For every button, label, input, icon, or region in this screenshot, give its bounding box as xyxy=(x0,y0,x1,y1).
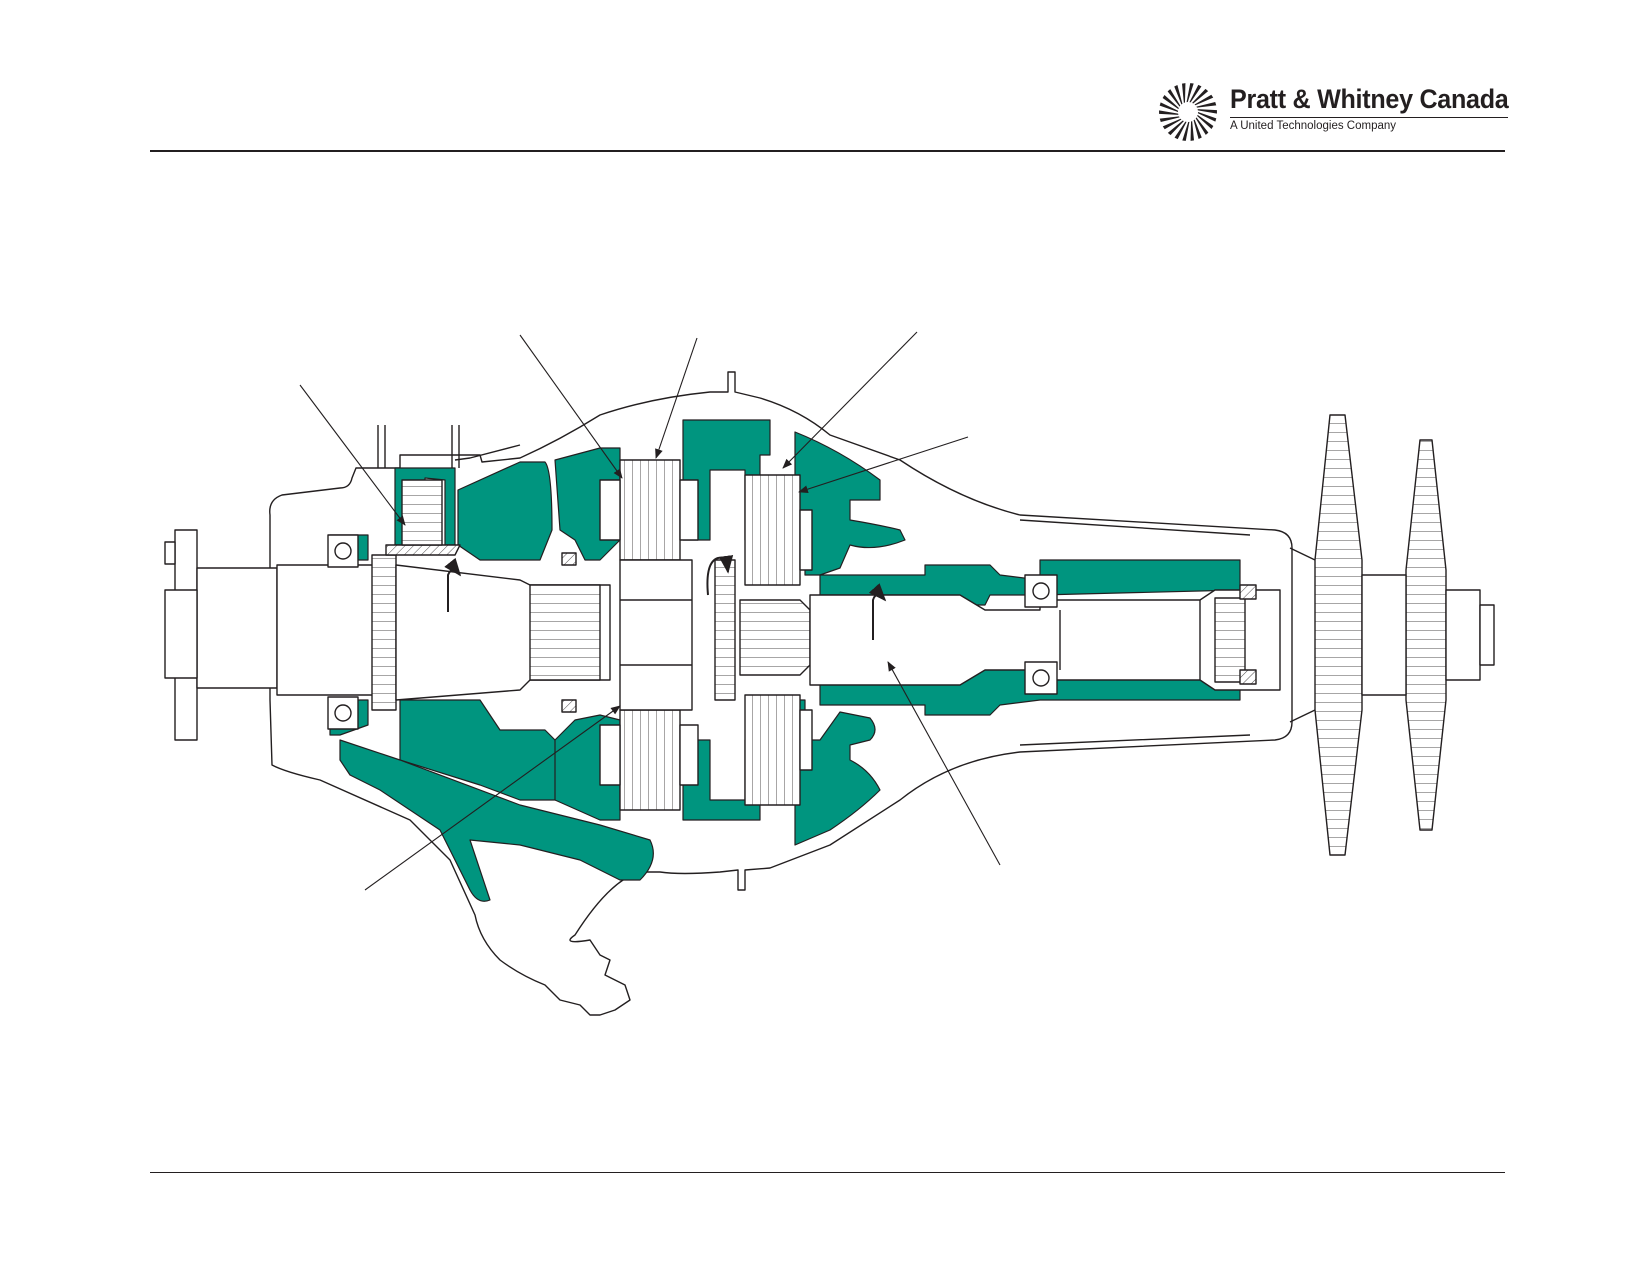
second-stage-planet-lower xyxy=(744,694,801,806)
curved-arrow-icon xyxy=(706,555,734,596)
fan-blade xyxy=(1195,117,1209,135)
bearing-lower-left xyxy=(327,696,359,730)
housing-outline xyxy=(269,371,1293,1016)
header-rule xyxy=(150,150,1505,152)
fan-blade xyxy=(1162,118,1182,130)
footer-rule xyxy=(150,1172,1505,1173)
fan-blade xyxy=(1197,112,1217,122)
fan-blade xyxy=(1192,88,1209,104)
upper-housing-right xyxy=(794,431,906,576)
first-stage-planet-lower xyxy=(619,709,681,811)
bearing-upper-left xyxy=(327,534,359,568)
shaft-spline xyxy=(1214,597,1246,683)
fan-blade xyxy=(1182,83,1186,103)
leader-first-stage-planet xyxy=(655,337,698,459)
propeller-flange-disc-1 xyxy=(1314,414,1363,856)
second-stage-sun-gear xyxy=(739,599,811,676)
fan-blade xyxy=(1174,121,1187,140)
bearing-upper-right xyxy=(1024,574,1058,608)
leader-first-stage-sun xyxy=(519,334,623,479)
fan-blade xyxy=(1159,116,1180,122)
leader-second-stage-planet xyxy=(782,331,918,469)
second-stage-planet-upper xyxy=(744,474,801,586)
curved-arrow-icon xyxy=(444,557,462,612)
callout-leaders xyxy=(299,331,1001,891)
fan-blade xyxy=(1189,84,1202,103)
propeller-flange-disc-2 xyxy=(1405,439,1447,831)
leader-second-stage-ring xyxy=(798,436,969,494)
fan-blade xyxy=(1167,120,1184,136)
fan-blade xyxy=(1196,102,1217,108)
propeller-hub-end xyxy=(1445,589,1481,681)
turbine-fan-icon xyxy=(1159,83,1217,141)
company-name: Pratt & Whitney Canada xyxy=(1230,84,1509,114)
bearing-lower-right xyxy=(1024,661,1058,695)
input-shaft-inner xyxy=(164,589,198,679)
input-flange-lip xyxy=(164,541,176,565)
propeller-hub xyxy=(1361,574,1407,696)
first-stage-sun-gear xyxy=(529,584,601,681)
housing-inner-line xyxy=(454,444,1251,746)
fan-blade xyxy=(1167,89,1181,107)
first-stage-ring-gear xyxy=(619,559,693,711)
leader-accessory-gear xyxy=(299,384,406,526)
company-logo: Pratt & Whitney Canada A United Technolo… xyxy=(1158,82,1509,141)
fan-blade xyxy=(1186,83,1194,103)
input-bevel-gear xyxy=(385,544,461,556)
lower-support-strut xyxy=(339,739,654,902)
brand-divider xyxy=(1230,117,1508,118)
fan-blade xyxy=(1190,121,1194,141)
accessory-drive-gear xyxy=(401,479,443,546)
fan-blade xyxy=(1159,102,1179,112)
input-spline-gear xyxy=(371,554,397,711)
fan-blade xyxy=(1174,85,1183,105)
fan-blade xyxy=(1194,94,1214,106)
input-shaft-body xyxy=(196,567,278,689)
upper-carrier-left xyxy=(457,461,553,561)
fan-blade xyxy=(1197,109,1217,114)
fan-blade xyxy=(1159,110,1179,115)
fan-blade xyxy=(1193,119,1202,139)
propeller-shaft xyxy=(809,589,1281,691)
company-tagline: A United Technologies Company xyxy=(1230,120,1397,132)
second-stage-coupling xyxy=(714,559,736,701)
first-stage-planet-upper xyxy=(619,459,681,561)
fan-blade xyxy=(1197,114,1214,129)
fan-blade xyxy=(1182,121,1190,141)
input-shaft-neck xyxy=(276,564,378,696)
leader-carrier xyxy=(364,705,621,891)
fan-blade xyxy=(1162,95,1179,110)
lower-housing-right xyxy=(794,699,881,846)
curved-arrow-icon xyxy=(868,583,887,640)
leader-propeller-shaft xyxy=(887,661,1001,866)
